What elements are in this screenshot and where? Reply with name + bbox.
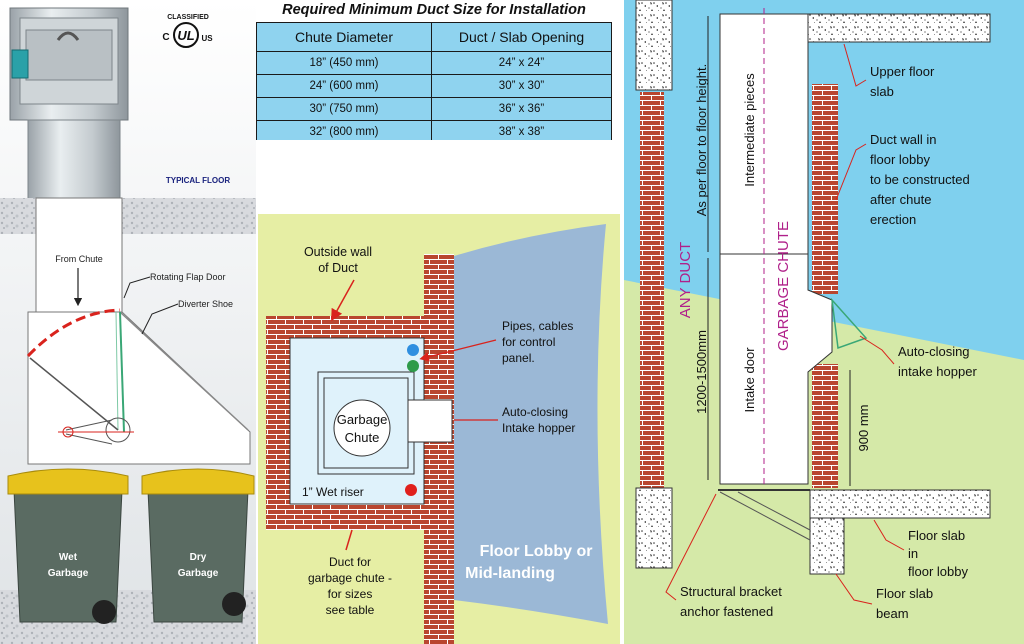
table-row: 32” (800 mm)38” x 38” — [256, 120, 612, 140]
pipes-label-1: Pipes, cables — [502, 319, 573, 333]
upper-slab-label-2: slab — [870, 84, 894, 99]
any-duct-label: ANY DUCT — [677, 242, 694, 318]
chute-label-1: Garbage — [337, 412, 388, 427]
floor-lobby-area — [454, 224, 608, 624]
table-row: 18” (450 mm)24” x 24” — [256, 51, 612, 75]
dry-bin-label-1: Dry — [190, 552, 207, 563]
hopper-label-1: Auto-closing — [502, 405, 568, 419]
duct-note-3: for sizes — [328, 587, 373, 601]
table-row: 24” (600 mm)30” x 30” — [256, 74, 612, 98]
typical-floor-label: TYPICAL FLOOR — [166, 176, 231, 185]
lobby-wall — [424, 254, 454, 644]
wet-riser-icon — [405, 484, 417, 496]
ul-classified-text: CLASSIFIED — [167, 14, 209, 21]
table-cell: 18” (450 mm) — [256, 51, 432, 75]
chute-intake-section — [719, 253, 833, 485]
diverter-shoe-label: Diverter Shoe — [178, 299, 233, 309]
ul-mark-text: UL — [177, 28, 194, 43]
lobby-label-2: Mid-landing — [465, 565, 555, 582]
pipes-label-2: for control — [502, 335, 555, 349]
table-cell: 30” (750 mm) — [256, 97, 432, 121]
upper-slab-label-1: Upper floor — [870, 64, 935, 79]
ul-c-text: C — [162, 32, 169, 43]
outside-wall-label-1: Outside wall — [304, 245, 372, 259]
table-cell: 36” x 36” — [431, 97, 612, 121]
hopper-label-2: intake hopper — [898, 364, 977, 379]
intake-door-label: Intake door — [742, 347, 757, 413]
duct-note-4: see table — [326, 603, 375, 617]
intermediate-pieces-label: Intermediate pieces — [742, 73, 757, 187]
floor-height-label: As per floor to floor height. — [694, 64, 709, 216]
duct-note-2: garbage chute - — [308, 571, 392, 585]
duct-wall-label-1: Duct wall in — [870, 132, 936, 147]
floor-slab-beam-label-2: beam — [876, 606, 909, 621]
900mm-label: 900 mm — [856, 405, 871, 452]
wet-bin-label-1: Wet — [59, 552, 78, 563]
table-cell: 24” x 24” — [431, 51, 612, 75]
chute-shaft — [35, 197, 123, 313]
lobby-label-1: Floor Lobby or — [480, 543, 593, 560]
chute-label-2: Chute — [345, 430, 380, 445]
bracket-label-1: Structural bracket — [680, 584, 782, 599]
left-duct-wall — [640, 92, 664, 488]
duct-size-table: Chute Diameter Duct / Slab Opening 18” (… — [256, 22, 612, 140]
floor-slab-lobby-label-2: in — [908, 546, 918, 561]
intake-hopper — [830, 297, 868, 350]
duct-wall-label-4: after chute — [870, 192, 931, 207]
ul-certification-logo: CLASSIFIED UL C US — [162, 14, 213, 48]
floor-slab-lobby-label-1: Floor slab — [908, 528, 965, 543]
ul-us-text: US — [201, 34, 213, 43]
upper-floor-slab — [807, 13, 991, 43]
duct-size-table-panel: Required Minimum Duct Size for Installat… — [256, 0, 612, 140]
duct-table-title: Required Minimum Duct Size for Installat… — [282, 2, 586, 18]
pipes-label-3: panel. — [502, 351, 535, 365]
lobby-duct-wall — [812, 84, 838, 294]
floor-slab-lobby — [809, 489, 991, 519]
flap-pivot — [105, 417, 131, 443]
wet-riser-label: 1” Wet riser — [302, 485, 364, 499]
hopper-photo — [0, 0, 256, 201]
hopper-label-2: Intake hopper — [502, 421, 575, 435]
outside-wall-label-2: of Duct — [318, 261, 358, 275]
structural-bracket — [719, 491, 811, 541]
table-header-chute: Chute Diameter — [256, 22, 432, 52]
flap-swing-path — [26, 308, 121, 358]
duct-wall-label-5: erection — [870, 212, 916, 227]
table-row: 30” (750 mm)36” x 36” — [256, 97, 612, 121]
section-drawing: As per floor to floor height. Intermedia… — [624, 0, 1024, 644]
duct-wall-label-3: to be constructed — [870, 172, 970, 187]
intake-hopper-opening — [407, 399, 453, 443]
duct-wall-label-2: floor lobby — [870, 152, 930, 167]
duct-note-1: Duct for — [329, 555, 371, 569]
flap-door — [119, 311, 125, 433]
pipe-blue-icon — [407, 344, 419, 356]
wet-bin-label-2: Garbage — [48, 568, 89, 579]
table-cell: 32” (800 mm) — [256, 120, 432, 140]
duct-plan-panel: Floor Lobby or Mid-landing Garbage Chute… — [258, 214, 620, 644]
table-cell: 38” x 38” — [431, 120, 612, 140]
dry-garbage-bin: Dry Garbage — [141, 468, 255, 623]
wet-garbage-bin: Wet Garbage — [7, 468, 129, 624]
rotating-flap-door-label: Rotating Flap Door — [150, 272, 226, 282]
floor-slab-beam-label-1: Floor slab — [876, 586, 933, 601]
table-header-opening: Duct / Slab Opening — [431, 22, 612, 52]
floor-slab-beam — [809, 517, 845, 575]
bracket-label-2: anchor fastened — [680, 604, 773, 619]
table-header-row: Chute Diameter Duct / Slab Opening — [256, 22, 612, 52]
dry-bin-label-2: Garbage — [178, 568, 219, 579]
hopper-label-1: Auto-closing — [898, 344, 970, 359]
duct-plan-drawing: Floor Lobby or Mid-landing Garbage Chute… — [258, 214, 620, 644]
garbage-chute-circle — [333, 399, 391, 457]
table-cell: 24” (600 mm) — [256, 74, 432, 98]
floor-slab-lobby-label-3: floor lobby — [908, 564, 968, 579]
garbage-chute-label: GARBAGE CHUTE — [775, 221, 792, 351]
diverter-panel: CLASSIFIED UL C US TYPICAL FLOOR From Ch… — [0, 0, 256, 644]
pipe-green-icon — [407, 360, 419, 372]
table-cell: 30” x 30” — [431, 74, 612, 98]
intake-range-label: 1200-1500mm — [694, 330, 709, 414]
diverter-shoe — [119, 311, 249, 431]
diverter-drawing: CLASSIFIED UL C US TYPICAL FLOOR From Ch… — [0, 0, 256, 644]
section-panel: As per floor to floor height. Intermedia… — [624, 0, 1024, 644]
from-chute-label: From Chute — [55, 254, 103, 264]
